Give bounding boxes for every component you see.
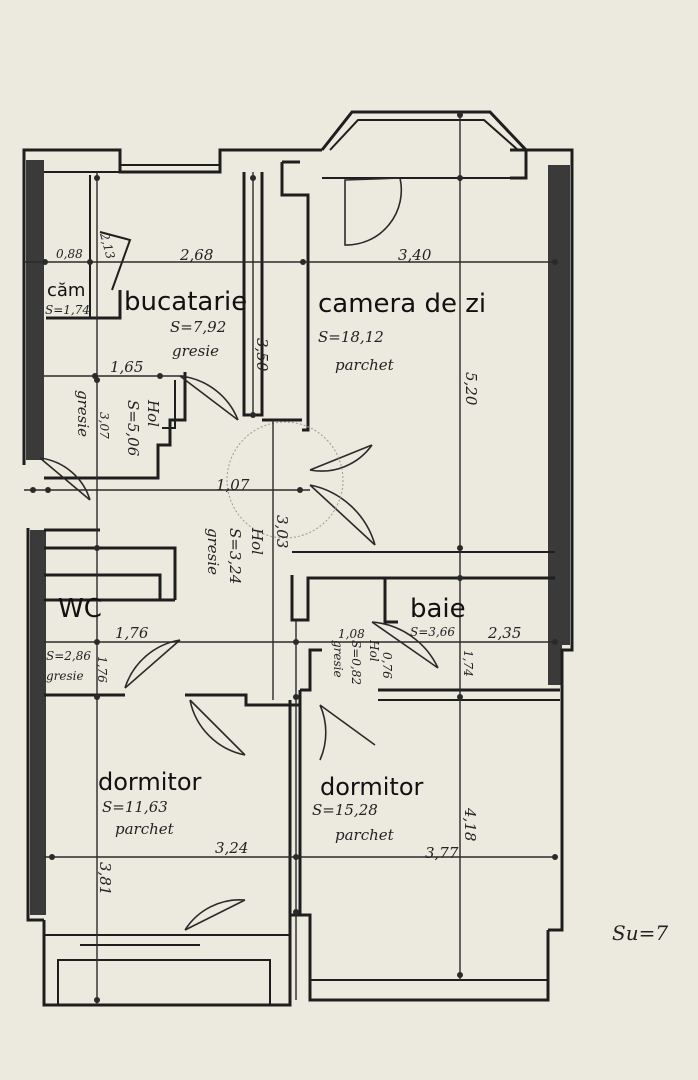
- room-name-camera-de-zi: camera de zi: [318, 289, 486, 319]
- stamp-seal: [226, 421, 344, 539]
- dim-label-107: 1,07: [216, 476, 250, 494]
- dim-label-307: 3,07: [97, 412, 111, 439]
- room-floor-hol-1: gresie: [74, 390, 92, 437]
- room-name-dormitor-1: dormitor: [98, 768, 202, 796]
- dim-label-165: 1,65: [110, 358, 143, 376]
- exterior-walls: [22, 110, 574, 1007]
- room-floor-wc: gresie: [46, 669, 84, 683]
- room-area-wc: S=2,86: [46, 649, 91, 663]
- room-floor-hol-3: gresie: [331, 640, 345, 678]
- room-floor-hol-2: gresie: [204, 528, 222, 575]
- dim-label-381: 3,81: [96, 862, 114, 895]
- room-name-hol-3: Hol: [367, 639, 381, 662]
- room-floor-bucatarie: gresie: [172, 342, 219, 360]
- room-name-hol-2: Hol: [248, 527, 266, 555]
- dim-label-340: 3,40: [398, 246, 432, 264]
- room-area-hol-2: S=3,24: [226, 528, 244, 584]
- dim-label-088: 0,88: [56, 247, 83, 261]
- dim-label-268: 2,68: [179, 246, 213, 264]
- dim-label-174: 1,74: [461, 650, 475, 677]
- dimension-lines: [24, 112, 558, 1005]
- room-area-baie: S=3,66: [410, 625, 455, 639]
- room-labels: bucatarie S=7,92 gresie camera de zi S=1…: [45, 280, 486, 844]
- room-name-baie: baie: [410, 594, 466, 624]
- room-area-dormitor-1: S=11,63: [102, 798, 168, 816]
- dim-label-377: 3,77: [425, 844, 459, 862]
- room-area-camera-de-zi: S=18,12: [318, 328, 384, 346]
- room-floor-camera-de-zi: parchet: [335, 356, 395, 374]
- interior-walls: [22, 160, 560, 915]
- room-name-dormitor-2: dormitor: [320, 773, 424, 801]
- room-floor-dormitor-2: parchet: [335, 826, 395, 844]
- dim-label-176-vertical: 1,76: [95, 656, 109, 683]
- room-area-hol-3: S=0,82: [349, 640, 363, 685]
- room-area-camara: S=1,74: [45, 303, 90, 317]
- room-area-dormitor-2: S=15,28: [312, 801, 378, 819]
- living-door-swing: [344, 177, 403, 246]
- dim-label-235: 2,35: [487, 624, 521, 642]
- room-name-camara: căm: [47, 280, 85, 301]
- doors: [39, 177, 439, 931]
- dim-label-108: 1,08: [338, 627, 365, 641]
- dim-label-350: 3,50: [253, 338, 271, 372]
- dim-label-520: 5,20: [462, 372, 480, 406]
- room-area-hol-1: S=5,06: [124, 400, 142, 457]
- dim-label-303: 3,03: [273, 515, 291, 548]
- dim-label-324: 3,24: [215, 839, 248, 857]
- dim-label-213: 2,13: [97, 230, 118, 261]
- room-name-wc: WC: [58, 594, 102, 624]
- room-area-bucatarie: S=7,92: [170, 318, 226, 336]
- dim-label-076: 0,76: [380, 652, 394, 679]
- room-floor-dormitor-1: parchet: [115, 820, 175, 838]
- dim-label-418: 4,18: [461, 807, 479, 841]
- room-name-hol-1: Hol: [144, 399, 162, 427]
- room-name-bucatarie: bucatarie: [124, 287, 247, 317]
- margin-note: Su=7: [612, 921, 668, 945]
- dim-label-176: 1,76: [115, 624, 149, 642]
